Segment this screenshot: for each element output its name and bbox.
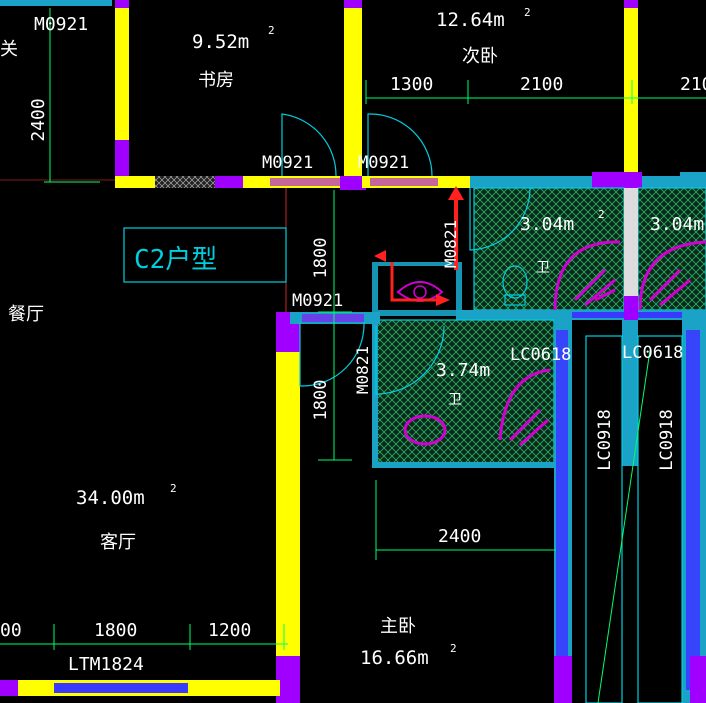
door-code-label: M0921	[34, 14, 88, 35]
wall-column	[622, 320, 638, 466]
wall-segment	[680, 172, 706, 188]
door-code-label: M0821	[353, 346, 372, 394]
dimension-2100: 2100	[520, 74, 563, 95]
door-sill	[270, 178, 340, 186]
wall-bath-top	[470, 176, 706, 188]
dimension-1800-bottom: 1800	[94, 620, 137, 641]
dimension-1800-v1: 1800	[311, 238, 331, 279]
basin-drain	[413, 285, 427, 299]
shower-fixture	[573, 268, 616, 307]
door-code-label: M0921	[358, 153, 409, 173]
column	[340, 176, 366, 190]
dimension-2400-bottom: 2400	[438, 526, 481, 547]
door-code-label: M0921	[292, 291, 343, 311]
room-area: 34.00m	[76, 487, 145, 509]
shower-arc	[638, 240, 706, 311]
room-area: 12.64m	[436, 9, 505, 31]
red-arrow-head	[374, 250, 386, 262]
shower-fixture	[508, 408, 549, 447]
column	[592, 172, 642, 188]
window-strip	[556, 330, 568, 690]
door-swing-second-bed	[367, 113, 433, 177]
room-area: 9.52m	[192, 31, 249, 53]
column	[344, 0, 362, 8]
room-name-study: 书房	[198, 70, 234, 91]
window-code-label: LC0618	[510, 345, 571, 365]
door-swing-bath3	[375, 325, 445, 395]
shower-arc	[553, 240, 621, 311]
balcony-outline	[637, 335, 683, 703]
wall-top-left	[0, 0, 112, 6]
room-area: 16.66m	[360, 647, 429, 669]
toilet-tank	[504, 294, 526, 306]
red-arrow-head	[436, 294, 450, 306]
dimension-partial: 210	[680, 74, 706, 95]
bathroom-3-floor	[375, 319, 555, 467]
dimension-2400-left: 2400	[28, 98, 49, 141]
room-name-bath: 卫	[536, 260, 550, 276]
door-code-label: M0821	[441, 220, 460, 268]
dimension-1200-bottom: 1200	[208, 620, 251, 641]
wall-segment	[440, 176, 470, 188]
room-name-master: 主卧	[380, 616, 416, 637]
red-arrow-right	[390, 262, 440, 302]
dimension-1300: 1300	[390, 74, 433, 95]
room-area: 3.04m	[520, 214, 574, 235]
shower-arc	[498, 368, 551, 441]
sliding-door	[54, 683, 188, 693]
window-code-label: LC0918	[657, 409, 677, 470]
room-name-second-bed: 次卧	[462, 46, 498, 67]
wall-study-right	[344, 0, 362, 188]
window-code-label: LC0918	[595, 409, 615, 470]
door-swing-bath	[469, 187, 531, 251]
room-name-dining: 餐厅	[8, 304, 44, 325]
window-hatch	[155, 176, 215, 188]
shower-fixture	[648, 268, 691, 307]
area-unit-sup: 2	[524, 6, 531, 19]
door-code-label: LTM1824	[68, 654, 144, 675]
leader-line	[597, 349, 651, 703]
door-sill	[370, 178, 438, 186]
window-code-label: LC0618	[622, 343, 683, 363]
column	[554, 656, 572, 703]
room-name-bath: 卫	[448, 392, 462, 408]
column	[624, 296, 638, 326]
door-sill	[302, 314, 364, 322]
balcony-outline	[585, 335, 623, 703]
column	[690, 656, 706, 703]
small-bath-inner	[378, 266, 456, 310]
dimension-partial: 00	[0, 620, 22, 641]
plan-type-box	[123, 227, 287, 283]
area-unit-sup: 2	[170, 482, 177, 495]
area-unit-sup: 2	[598, 208, 605, 221]
area-unit-sup: 2	[268, 24, 275, 37]
area-unit-sup: 2	[450, 642, 457, 655]
column	[215, 176, 243, 188]
wall-segment	[372, 320, 378, 466]
room-area: 3.04m	[650, 214, 704, 235]
toilet-fixture	[502, 265, 528, 299]
room-name-living: 客厅	[100, 532, 136, 553]
column	[624, 0, 638, 8]
column	[115, 0, 129, 8]
door-code-label: M0921	[262, 153, 313, 173]
wall-living-right	[276, 312, 300, 703]
red-arrow-head	[448, 186, 464, 200]
plan-type-label: C2户型	[134, 245, 217, 275]
room-entry-label: 关	[0, 39, 18, 60]
door-swing-study	[281, 113, 337, 177]
partition-wall	[624, 188, 638, 318]
bathtub-fixture	[403, 414, 447, 446]
room-area: 3.74m	[436, 360, 490, 381]
wall-segment	[372, 462, 556, 468]
dimension-1800-v2: 1800	[311, 380, 331, 421]
column	[0, 680, 18, 696]
window-strip	[686, 330, 700, 690]
door-swing-dining	[299, 321, 365, 387]
wall-second-bed-right	[624, 0, 638, 188]
